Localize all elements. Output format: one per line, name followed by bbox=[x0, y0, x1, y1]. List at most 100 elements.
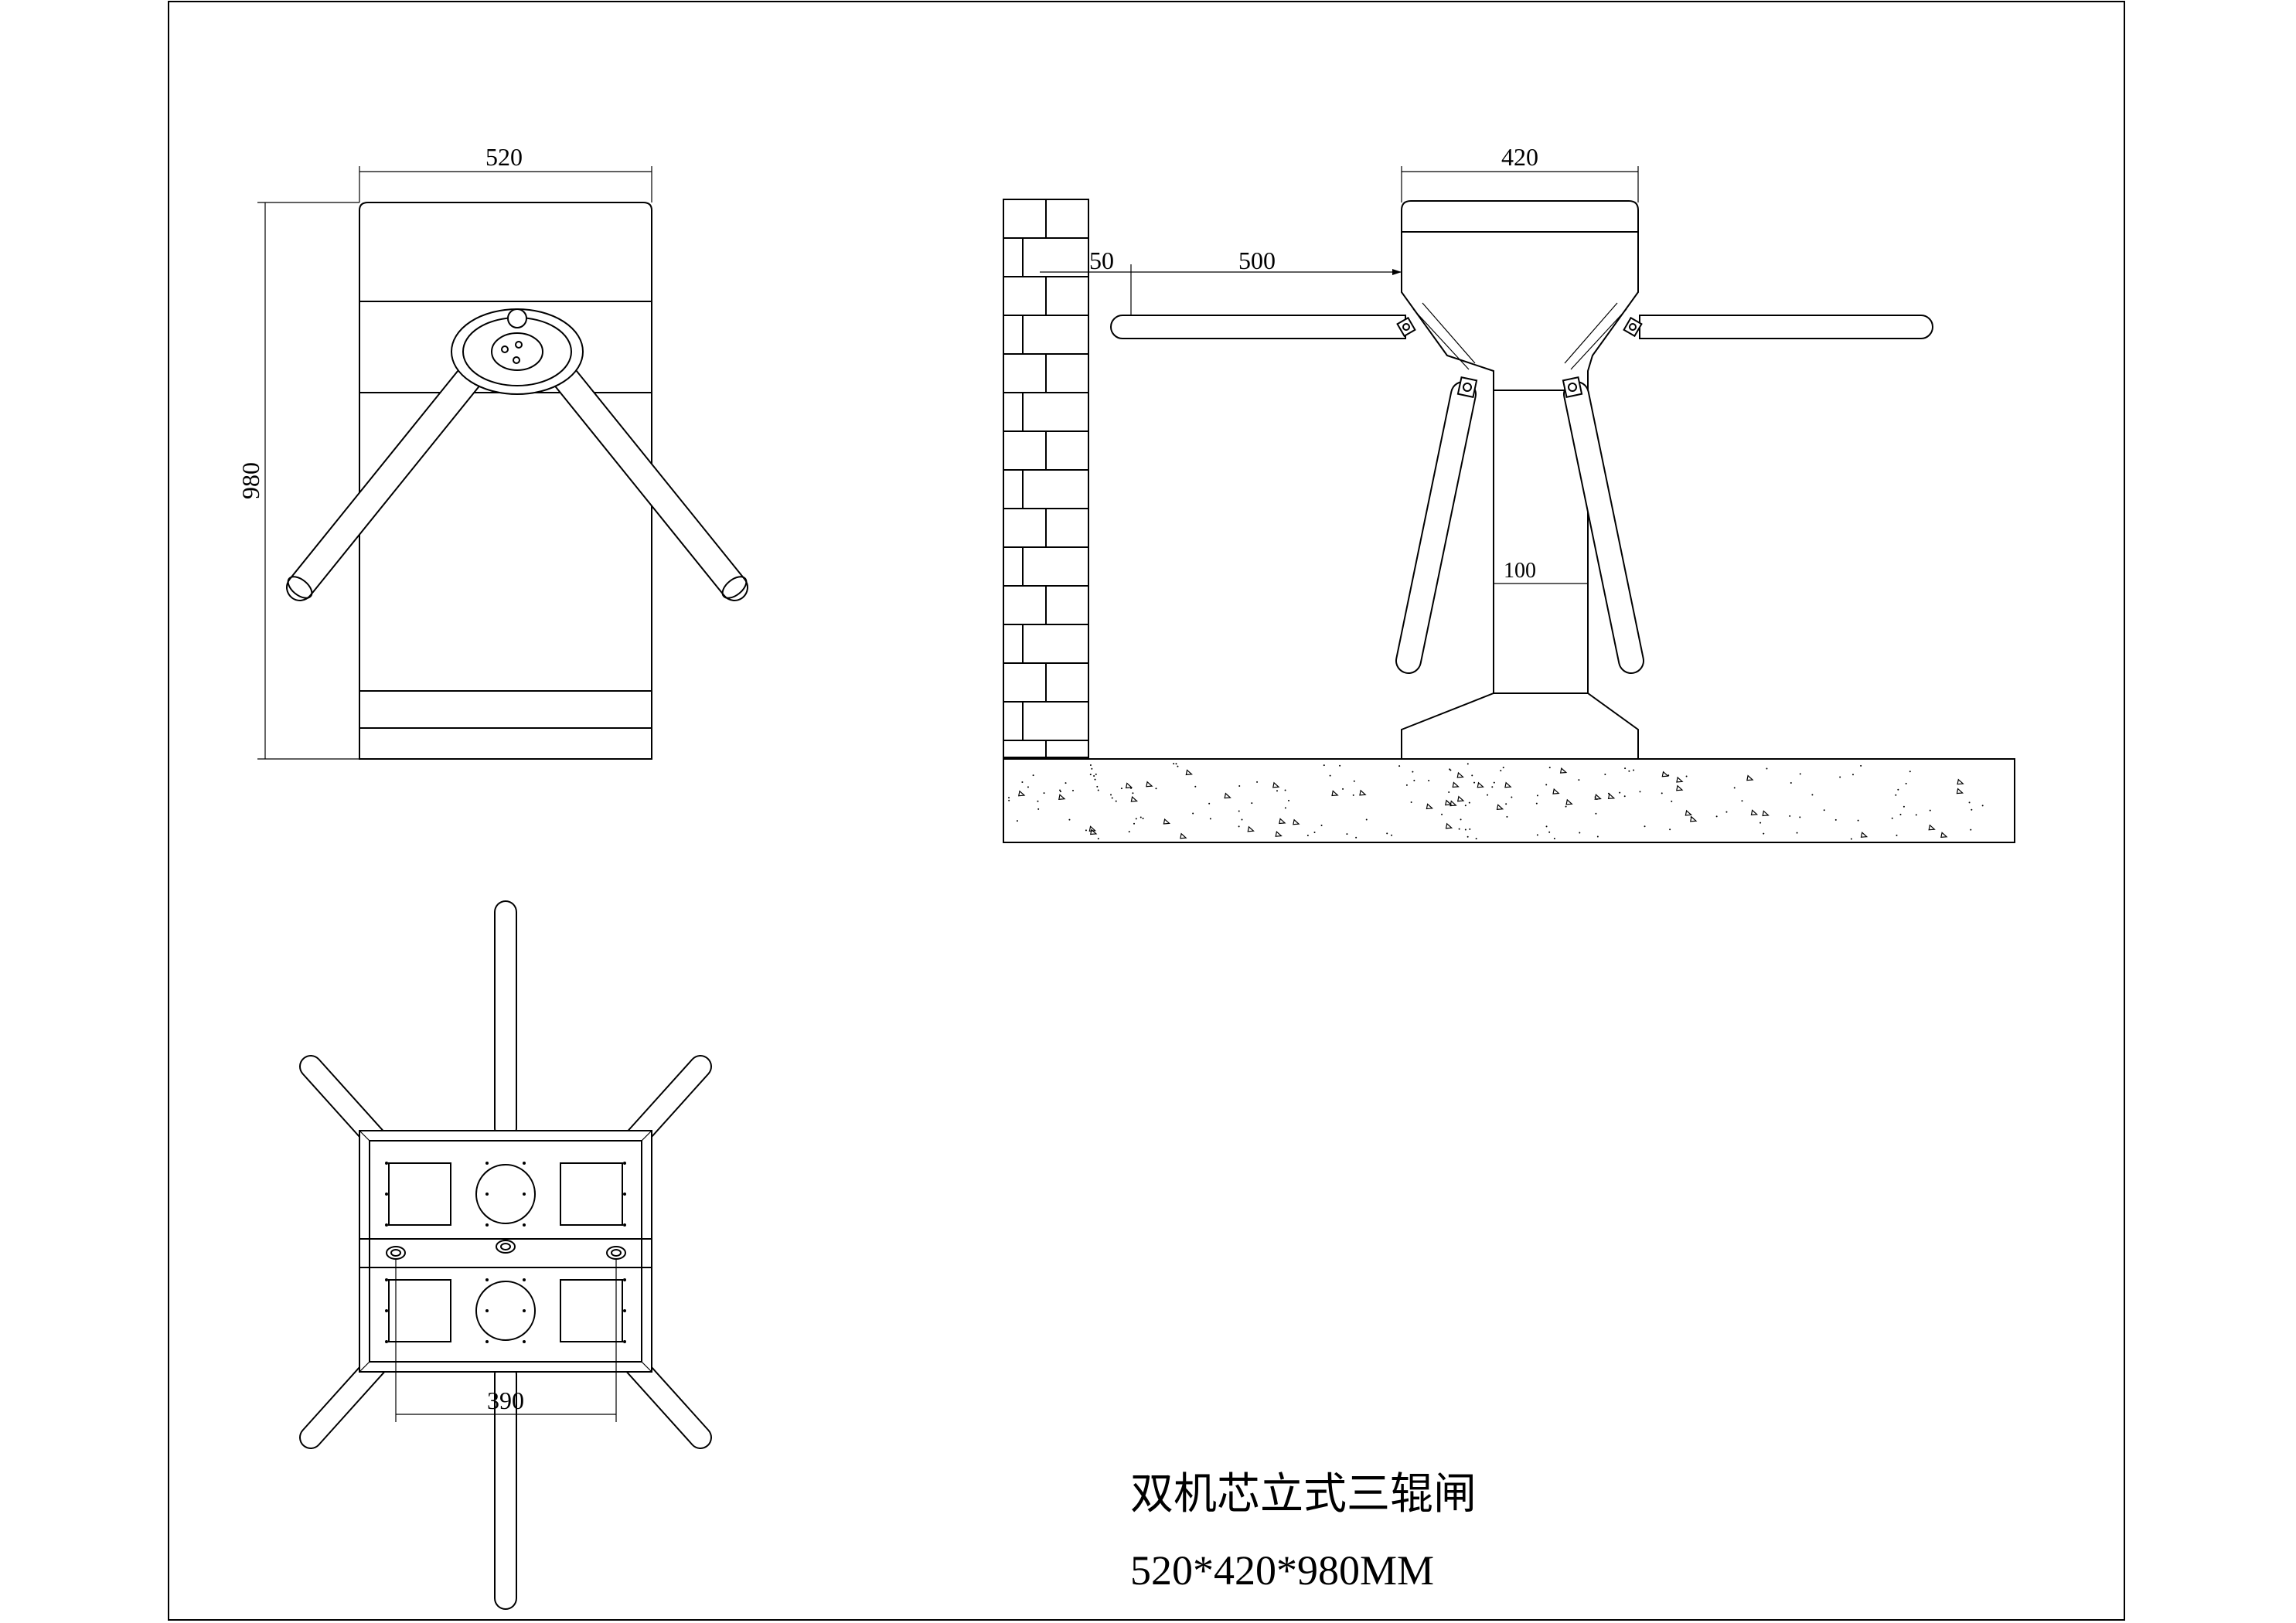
aggregate-dot bbox=[1441, 813, 1443, 815]
aggregate-dot bbox=[1410, 801, 1412, 803]
aggregate-mark bbox=[1746, 774, 1754, 781]
aggregate-dot bbox=[1464, 829, 1467, 831]
screw-dot bbox=[485, 1278, 489, 1281]
aggregate-mark bbox=[1940, 832, 1948, 839]
screw-dot bbox=[523, 1340, 526, 1343]
aggregate-dot bbox=[1238, 810, 1240, 812]
product-size: 520*420*980MM bbox=[1130, 1547, 1434, 1594]
aggregate-dot bbox=[1789, 815, 1791, 817]
aggregate-dot bbox=[1115, 800, 1117, 802]
screw-dot bbox=[523, 1223, 526, 1227]
aggregate-dot bbox=[1897, 788, 1899, 791]
aggregate-mark bbox=[1762, 810, 1770, 817]
aggregate-dot bbox=[1715, 815, 1718, 818]
aggregate-dot bbox=[1128, 831, 1130, 833]
drawing-frame bbox=[168, 1, 2125, 1621]
top-square-plate bbox=[388, 1279, 451, 1342]
aggregate-dot bbox=[1860, 764, 1862, 767]
aggregate-dot bbox=[1111, 797, 1113, 799]
aggregate-dot bbox=[1175, 763, 1177, 765]
aggregate-mark bbox=[1445, 799, 1453, 806]
side-pivot bbox=[1396, 316, 1643, 338]
aggregate-mark bbox=[1272, 781, 1280, 788]
aggregate-dot bbox=[1412, 771, 1414, 773]
front-height-dimension: 980 bbox=[237, 202, 359, 760]
aggregate-dot bbox=[1850, 838, 1852, 840]
aggregate-dot bbox=[1475, 838, 1477, 840]
aggregate-dot bbox=[1405, 784, 1408, 786]
aggregate-dot bbox=[1891, 817, 1893, 819]
aggregate-dot bbox=[1851, 774, 1854, 776]
aggregate-dot bbox=[1915, 814, 1917, 816]
aggregate-dot bbox=[1089, 764, 1092, 767]
aggregate-dot bbox=[1089, 774, 1092, 776]
aggregate-mark bbox=[1293, 818, 1300, 825]
screw-dot bbox=[485, 1223, 489, 1227]
side-brace bbox=[1564, 302, 1618, 364]
aggregate-dot bbox=[1639, 791, 1641, 793]
top-body-inner bbox=[369, 1140, 642, 1363]
aggregate-dot bbox=[1464, 805, 1467, 807]
aggregate-dot bbox=[1256, 781, 1259, 783]
screw-dot bbox=[385, 1278, 388, 1281]
aggregate-dot bbox=[1741, 800, 1743, 802]
aggregate-mark bbox=[1565, 798, 1573, 805]
side-arm-label: 500 bbox=[1238, 247, 1276, 274]
aggregate-dot bbox=[1284, 789, 1286, 791]
screw-dot bbox=[385, 1162, 388, 1165]
aggregate-dot bbox=[1027, 786, 1029, 788]
front-width-dimension: 520 bbox=[359, 143, 652, 202]
aggregate-dot bbox=[1329, 774, 1331, 777]
side-right-arm bbox=[1639, 315, 1933, 339]
aggregate-dot bbox=[1365, 818, 1368, 821]
aggregate-mark bbox=[1456, 795, 1465, 802]
aggregate-dot bbox=[1428, 780, 1430, 782]
aggregate-dot bbox=[1536, 794, 1538, 797]
aggregate-dot bbox=[1644, 825, 1646, 828]
aggregate-dot bbox=[1604, 774, 1606, 776]
aggregate-mark bbox=[1449, 800, 1457, 807]
aggregate-dot bbox=[1487, 794, 1489, 796]
ground-slab bbox=[1003, 758, 2015, 843]
aggregate-dot bbox=[1306, 834, 1309, 836]
aggregate-dot bbox=[1467, 763, 1469, 765]
aggregate-dot bbox=[1968, 801, 1971, 804]
aggregate-dot bbox=[1208, 802, 1211, 805]
aggregate-dot bbox=[1607, 792, 1610, 794]
side-arm-dimension: 50 500 bbox=[1040, 247, 1402, 315]
aggregate-dot bbox=[1142, 817, 1144, 819]
aggregate-dot bbox=[1342, 788, 1344, 790]
side-column-label: 100 bbox=[1504, 559, 1536, 583]
top-body bbox=[359, 1130, 652, 1373]
screw-dot bbox=[485, 1309, 489, 1312]
aggregate-dot bbox=[1085, 829, 1087, 832]
screw-dot bbox=[523, 1193, 526, 1196]
aggregate-dot bbox=[1391, 834, 1393, 836]
aggregate-dot bbox=[1130, 787, 1133, 789]
aggregate-dot bbox=[1091, 767, 1093, 770]
aggregate-dot bbox=[1238, 785, 1241, 788]
aggregate-dot bbox=[1669, 829, 1671, 831]
aggregate-dot bbox=[1313, 831, 1316, 833]
top-bolt bbox=[496, 1240, 516, 1254]
aggregate-dot bbox=[1506, 815, 1508, 818]
screw-dot bbox=[623, 1340, 626, 1343]
aggregate-dot bbox=[1929, 809, 1931, 812]
aggregate-dot bbox=[1059, 791, 1061, 793]
aggregate-dot bbox=[1502, 767, 1504, 769]
screw-dot bbox=[485, 1340, 489, 1343]
aggregate-dot bbox=[1981, 805, 1984, 807]
aggregate-dot bbox=[1458, 828, 1460, 830]
screw-dot bbox=[385, 1193, 388, 1196]
aggregate-mark bbox=[1125, 782, 1133, 789]
aggregate-mark bbox=[1180, 832, 1187, 839]
aggregate-dot bbox=[1624, 767, 1627, 770]
aggregate-dot bbox=[1238, 825, 1240, 828]
aggregate-dot bbox=[1491, 786, 1494, 788]
aggregate-mark bbox=[1496, 804, 1504, 811]
screw-dot bbox=[385, 1309, 388, 1312]
aggregate-dot bbox=[1553, 838, 1555, 840]
side-column-dimension: 100 bbox=[1494, 559, 1588, 584]
aggregate-dot bbox=[1284, 807, 1286, 809]
aggregate-dot bbox=[1097, 838, 1099, 840]
